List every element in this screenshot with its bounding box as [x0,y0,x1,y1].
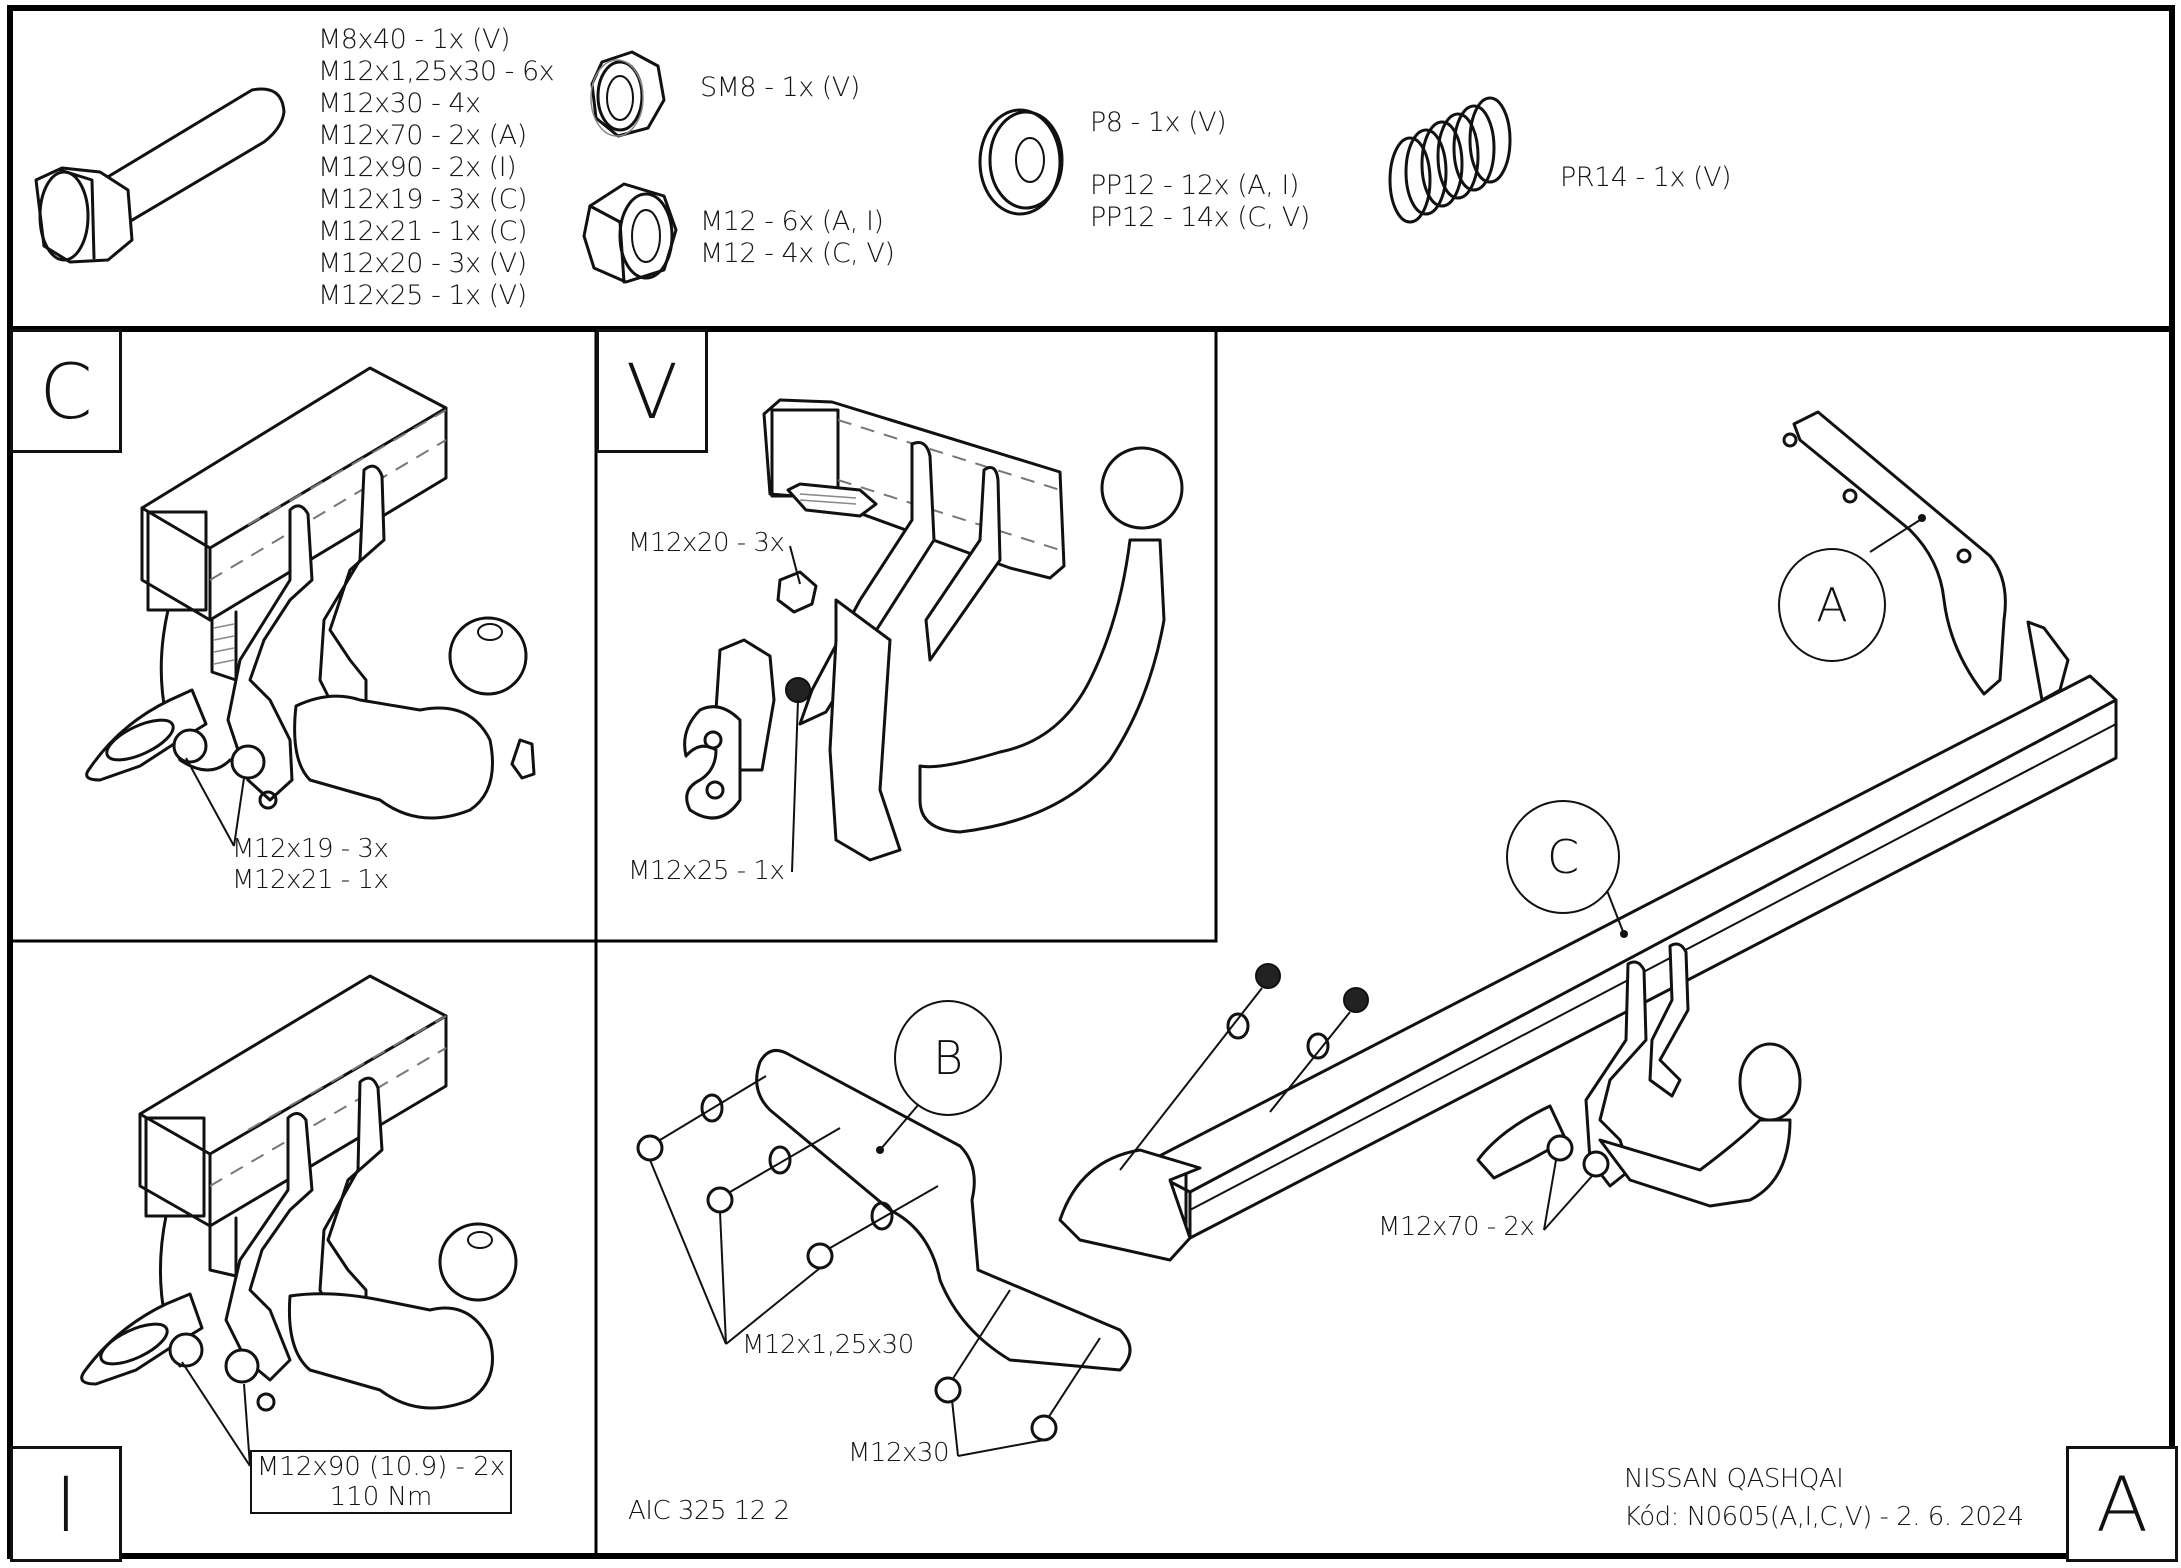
hitch-bolts-label: M12x70 - 2x [1378,1212,1535,1242]
torque-value: 110 Nm [329,1482,433,1512]
panel-c-bolt-labels: M12x19 - 3x M12x21 - 1x [232,834,389,896]
panel-v-bolt-label-upper: M12x20 - 3x [628,528,785,558]
washer-icon [978,108,1064,216]
bolt-item: M12x90 - 2x (I) [318,152,517,183]
callout-b: B [894,1000,1002,1116]
bolt-item: M8x40 - 1x (V) [318,24,511,55]
callout-b-leader [879,1097,925,1151]
bolt-item: M12x25 - 1x (V) [318,280,527,311]
lock-nut-label: SM8 - 1x (V) [700,72,860,103]
bolt-item: M12x21 - 1x (C) [318,216,528,247]
hitch-c-illustration [85,366,536,847]
panel-i-letter: I [10,1446,122,1562]
v-panel-border [596,329,1218,943]
washer-item: PP12 - 14x (C, V) [1090,202,1310,233]
product-code: AIC 325 12 2 [628,1496,790,1526]
bolt-item: M12x70 - 2x (A) [318,120,527,151]
panel-v-bolt-label-lower: M12x25 - 1x [628,856,785,886]
hitch-v-illustration [683,398,1184,873]
front-bolts-label: M12x1,25x30 [742,1330,914,1360]
torque-bolt-spec: M12x90 (10.9) - 2x [256,1452,506,1482]
bolt-item: M12x1,25x30 - 6x [318,56,555,87]
hex-bolt-icon [34,87,286,264]
lower-bolts-label: M12x30 [848,1438,950,1468]
vehicle-name: NISSAN QASHQAI [1624,1464,1844,1494]
sheet-border [7,5,2175,1559]
bolt-label: M12x19 - 3x [232,834,389,864]
spring-label: PR14 - 1x (V) [1560,162,1732,193]
hitch-i-illustration [80,974,518,1467]
bolt-label: M12x21 - 1x [232,865,389,895]
washer-item: PP12 - 12x (A, I) [1090,170,1299,201]
spring-icon [1388,96,1512,224]
bolt-item: M12x19 - 3x (C) [318,184,528,215]
panel-a-letter: A [2066,1446,2178,1562]
nut-item: M12 - 4x (C, V) [700,238,895,269]
callout-a: A [1778,548,1886,662]
drawing-code-date: Kód: N0605(A,I,C,V) - 2. 6. 2024 [1624,1502,2024,1532]
torque-spec-box: M12x90 (10.9) - 2x 110 Nm [250,1450,512,1514]
nut-item: M12 - 6x (A, I) [700,206,884,237]
bolts-parts-list: M8x40 - 1x (V) M12x1,25x30 - 6x M12x30 -… [318,24,555,312]
lock-nut-icon [590,50,666,138]
callout-c-leader [1605,887,1625,935]
panel-c-letter: C [10,329,122,453]
washer-p8-label: P8 - 1x (V) [1090,107,1227,138]
panel-v-letter: V [596,329,708,453]
washers-parts-list: PP12 - 12x (A, I) PP12 - 14x (C, V) [1090,170,1310,234]
hex-nut-icon [582,182,678,284]
bolt-item: M12x30 - 4x [318,88,481,119]
nuts-parts-list: M12 - 6x (A, I) M12 - 4x (C, V) [700,206,895,270]
callout-a-leader [1869,519,1921,553]
callout-c: C [1506,800,1620,914]
bolt-item: M12x20 - 3x (V) [318,248,527,279]
main-assembly-illustration [636,410,2118,1457]
